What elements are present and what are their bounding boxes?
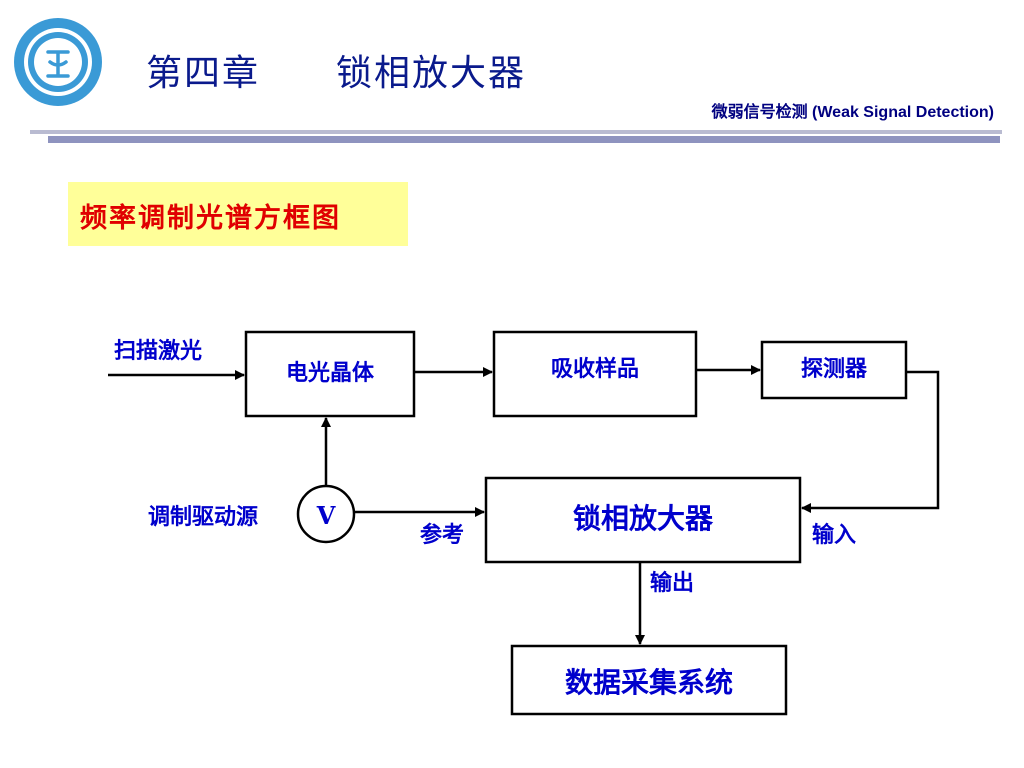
- input-label: 输入: [812, 522, 856, 548]
- modulation-source-label: 调制驱动源: [148, 504, 258, 530]
- output-label: 输出: [650, 570, 694, 596]
- absorption-sample-block: [492, 330, 698, 418]
- detector-label: 探测器: [801, 356, 868, 382]
- section-title-highlight: [68, 182, 408, 246]
- section-title: 频率调制光谱方框图: [80, 203, 341, 234]
- lock-in-amplifier-label: 锁相放大器: [573, 502, 714, 535]
- reference-label: 参考: [420, 522, 464, 548]
- detector-to-lockin-line: [801, 370, 940, 513]
- voltage-source-label: V: [316, 501, 336, 530]
- chapter-title: 第四章 锁相放大器: [146, 53, 527, 94]
- lock-in-amplifier-block: [484, 476, 802, 564]
- university-seal-logo: [14, 18, 102, 106]
- scan-laser-label: 扫描激光: [114, 338, 202, 364]
- course-label: 微弱信号检测 (Weak Signal Detection): [711, 104, 994, 121]
- eo-crystal-label: 电光晶体: [286, 360, 375, 386]
- eo-crystal-block: [244, 330, 416, 418]
- daq-system-label: 数据采集系统: [565, 666, 733, 699]
- header-divider-light: [30, 130, 1002, 134]
- detector-block: [760, 340, 908, 400]
- absorption-sample-label: 吸收样品: [551, 356, 639, 382]
- daq-system-block: [510, 644, 788, 716]
- header-divider-dark: [48, 136, 1000, 143]
